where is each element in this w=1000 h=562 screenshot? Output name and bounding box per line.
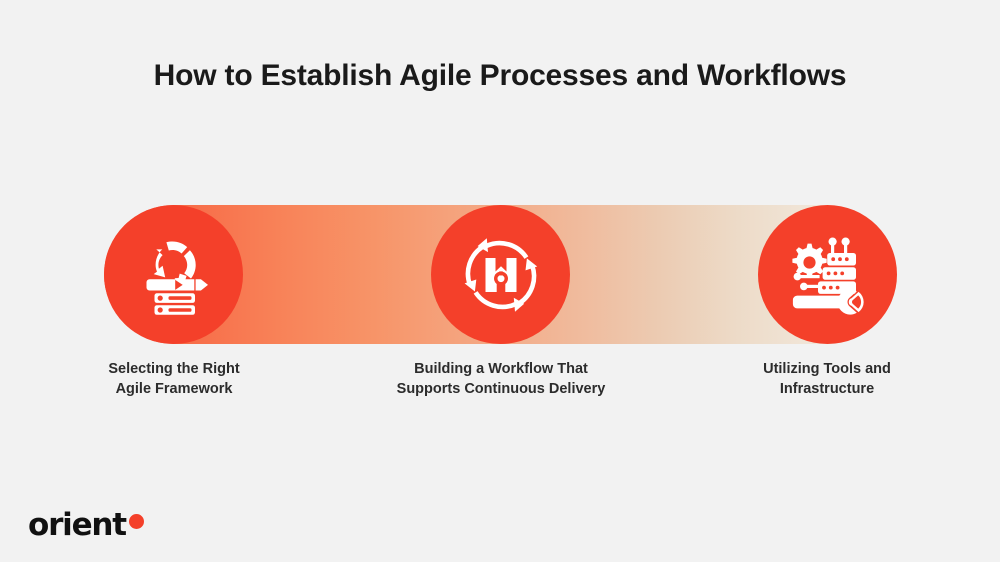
step-2-caption-line-2: Supports Continuous Delivery bbox=[396, 380, 606, 397]
step-captions: Selecting the Right Agile Framework Buil… bbox=[0, 360, 1000, 420]
logo-wordmark: orient bbox=[28, 507, 127, 543]
tools-infrastructure-icon bbox=[784, 231, 872, 319]
process-step-1[interactable] bbox=[104, 205, 243, 344]
orient-logo[interactable]: orient bbox=[28, 510, 144, 541]
process-step-2[interactable] bbox=[431, 205, 570, 344]
step-1-caption-line-1: Selecting the Right bbox=[108, 361, 240, 377]
page-title: How to Establish Agile Processes and Wor… bbox=[153, 59, 847, 93]
logo-dot-icon bbox=[128, 514, 144, 529]
step-3-caption: Utilizing Tools and Infrastructure bbox=[727, 360, 927, 399]
step-3-icon-circle bbox=[758, 205, 897, 344]
step-1-caption-line-2: Agile Framework bbox=[115, 380, 233, 397]
step-3-caption-line-1: Utilizing Tools and bbox=[763, 361, 891, 377]
process-step-3[interactable] bbox=[758, 205, 897, 344]
continuous-delivery-cycle-icon bbox=[456, 230, 546, 320]
step-3-caption-line-2: Infrastructure bbox=[779, 380, 875, 397]
framework-selection-icon bbox=[132, 233, 216, 317]
step-2-caption-line-1: Building a Workflow That bbox=[414, 361, 588, 377]
process-infographic bbox=[104, 205, 897, 344]
step-1-caption: Selecting the Right Agile Framework bbox=[74, 360, 274, 399]
step-1-icon-circle bbox=[104, 205, 243, 344]
step-2-icon-circle bbox=[431, 205, 570, 344]
step-2-caption: Building a Workflow That Supports Contin… bbox=[370, 360, 632, 399]
